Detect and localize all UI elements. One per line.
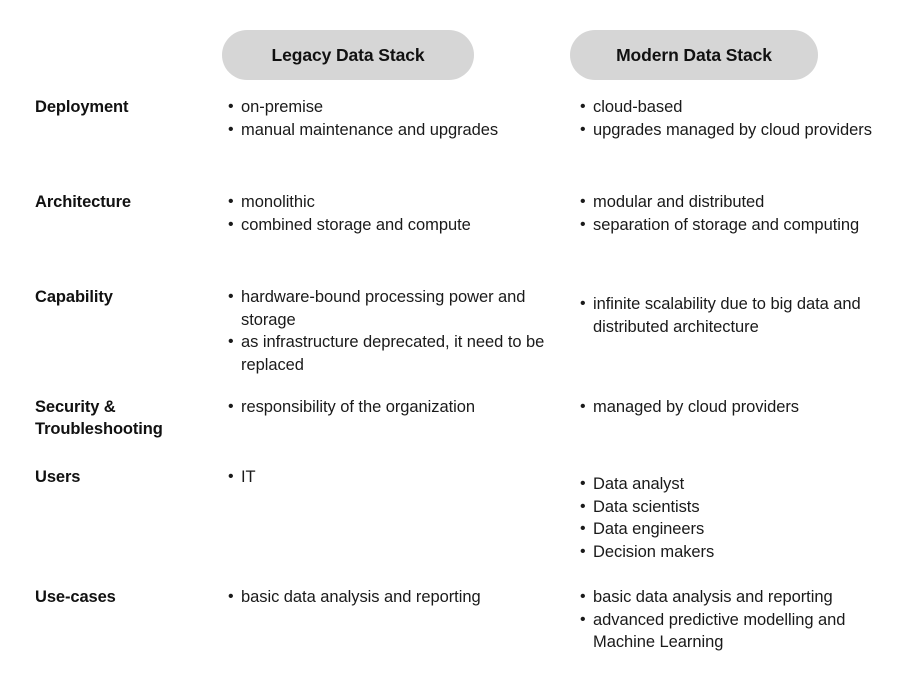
modern-bullet-list: infinite scalability due to big data and… bbox=[580, 293, 890, 338]
bullet-item: IT bbox=[228, 466, 548, 489]
table-row: Use-cases basic data analysis and reporti… bbox=[0, 586, 915, 696]
row-label: Capability bbox=[35, 288, 113, 306]
bullet-item: as infrastructure deprecated, it need to… bbox=[228, 331, 548, 376]
legacy-bullet-list: hardware-bound processing power and stor… bbox=[228, 286, 548, 376]
legacy-bullet-list: responsibility of the organization bbox=[228, 396, 548, 419]
row-label: Architecture bbox=[35, 193, 131, 211]
modern-bullet-list: Data analystData scientistsData engineer… bbox=[580, 473, 890, 563]
cell-legacy-data-stack: basic data analysis and reporting bbox=[228, 586, 548, 609]
cell-legacy-data-stack: hardware-bound processing power and stor… bbox=[228, 286, 548, 376]
row-label: Use-cases bbox=[35, 588, 116, 606]
bullet-item: cloud-based bbox=[580, 96, 890, 119]
bullet-item: Decision makers bbox=[580, 541, 890, 564]
cell-modern-data-stack: cloud-basedupgrades managed by cloud pro… bbox=[580, 96, 890, 141]
cell-modern-data-stack: modular and distributedseparation of sto… bbox=[580, 191, 890, 236]
bullet-item: infinite scalability due to big data and… bbox=[580, 293, 890, 338]
bullet-item: upgrades managed by cloud providers bbox=[580, 119, 890, 142]
bullet-item: hardware-bound processing power and stor… bbox=[228, 286, 548, 331]
cell-legacy-data-stack: IT bbox=[228, 466, 548, 489]
modern-bullet-list: cloud-basedupgrades managed by cloud pro… bbox=[580, 96, 890, 141]
bullet-item: Data engineers bbox=[580, 518, 890, 541]
bullet-item: basic data analysis and reporting bbox=[228, 586, 548, 609]
cell-legacy-data-stack: monolithiccombined storage and compute bbox=[228, 191, 548, 236]
bullet-item: combined storage and compute bbox=[228, 214, 548, 237]
bullet-item: on-premise bbox=[228, 96, 548, 119]
bullet-item: modular and distributed bbox=[580, 191, 890, 214]
bullet-item: Data scientists bbox=[580, 496, 890, 519]
cell-modern-data-stack: Data analystData scientistsData engineer… bbox=[580, 473, 890, 563]
row-label: Users bbox=[35, 468, 81, 486]
legacy-bullet-list: basic data analysis and reporting bbox=[228, 586, 548, 609]
legacy-bullet-list: IT bbox=[228, 466, 548, 489]
table-row: Security & Troubleshooting responsibility… bbox=[0, 396, 915, 466]
cell-legacy-data-stack: responsibility of the organization bbox=[228, 396, 548, 419]
bullet-item: advanced predictive modelling and Machin… bbox=[580, 609, 890, 654]
table-row: Architecture monolithiccombined storage a… bbox=[0, 191, 915, 286]
legacy-bullet-list: monolithiccombined storage and compute bbox=[228, 191, 548, 236]
row-label: Deployment bbox=[35, 98, 129, 116]
modern-bullet-list: basic data analysis and reportingadvance… bbox=[580, 586, 890, 654]
cell-modern-data-stack: basic data analysis and reportingadvance… bbox=[580, 586, 890, 654]
bullet-item: manual maintenance and upgrades bbox=[228, 119, 548, 142]
legacy-bullet-list: on-premisemanual maintenance and upgrade… bbox=[228, 96, 548, 141]
cell-modern-data-stack: infinite scalability due to big data and… bbox=[580, 293, 890, 338]
bullet-item: managed by cloud providers bbox=[580, 396, 890, 419]
bullet-item: separation of storage and computing bbox=[580, 214, 890, 237]
cell-modern-data-stack: managed by cloud providers bbox=[580, 396, 890, 419]
table-header-row: Legacy Data Stack Modern Data Stack bbox=[0, 30, 915, 80]
modern-bullet-list: managed by cloud providers bbox=[580, 396, 890, 419]
column-header-legacy-data-stack: Legacy Data Stack bbox=[222, 30, 474, 80]
row-label: Security & Troubleshooting bbox=[35, 398, 163, 438]
column-header-modern-data-stack: Modern Data Stack bbox=[570, 30, 818, 80]
table-row: Users IT Data analystData scientistsData e… bbox=[0, 466, 915, 586]
bullet-item: monolithic bbox=[228, 191, 548, 214]
modern-bullet-list: modular and distributedseparation of sto… bbox=[580, 191, 890, 236]
table-row: Capability hardware-bound processing powe… bbox=[0, 286, 915, 396]
bullet-item: Data analyst bbox=[580, 473, 890, 496]
table-row: Deployment on-premisemanual maintenance a… bbox=[0, 96, 915, 191]
bullet-item: responsibility of the organization bbox=[228, 396, 548, 419]
cell-legacy-data-stack: on-premisemanual maintenance and upgrade… bbox=[228, 96, 548, 141]
bullet-item: basic data analysis and reporting bbox=[580, 586, 890, 609]
